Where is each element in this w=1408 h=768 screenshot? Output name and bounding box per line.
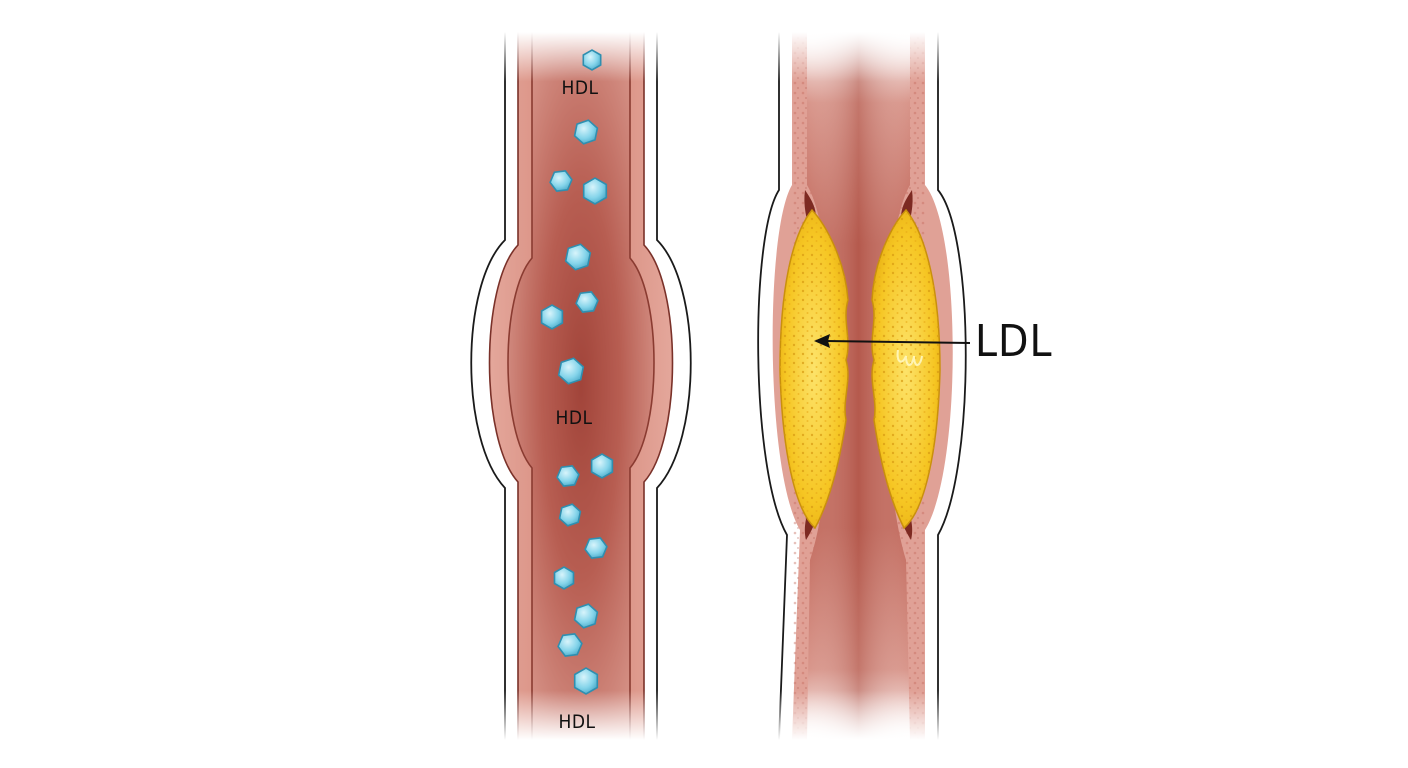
hdl-particles xyxy=(540,49,614,695)
hdl-particle xyxy=(549,170,573,192)
hdl-particle xyxy=(553,566,575,590)
hdl-label-bottom: HDL xyxy=(558,711,596,733)
hdl-particle xyxy=(556,465,580,487)
hdl-particle xyxy=(573,667,599,695)
hdl-label-top: HDL xyxy=(561,77,599,99)
ldl-pointer-arrow xyxy=(814,334,971,348)
plaque-artery-outline-right xyxy=(937,32,967,740)
hdl-particle xyxy=(573,119,599,145)
hdl-particle xyxy=(540,304,564,330)
hdl-particle xyxy=(573,603,599,629)
hdl-particle xyxy=(582,49,602,71)
healthy-artery-outline-left xyxy=(470,32,506,740)
healthy-artery-outline-right xyxy=(656,32,692,740)
hdl-particle xyxy=(557,357,585,385)
hdl-particle xyxy=(590,453,614,479)
hdl-particle xyxy=(582,177,608,205)
ldl-label: LDL xyxy=(975,316,1053,367)
hdl-particle xyxy=(564,243,592,271)
hdl-particle xyxy=(575,291,599,313)
plaque-artery xyxy=(757,32,967,741)
hdl-particle xyxy=(584,537,608,559)
hdl-particle xyxy=(557,633,583,657)
hdl-particle xyxy=(558,503,582,527)
hdl-label-middle: HDL xyxy=(555,407,593,429)
